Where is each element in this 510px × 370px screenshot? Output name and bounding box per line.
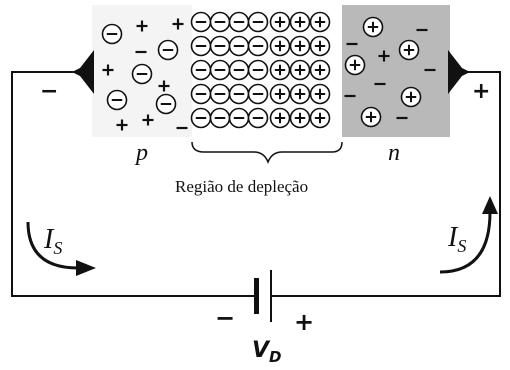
negative-ion-icon bbox=[228, 83, 250, 105]
positive-ion-icon bbox=[309, 83, 331, 105]
positive-ion-icon bbox=[269, 59, 291, 81]
positive-ion-icon bbox=[309, 35, 331, 57]
negative-ion-icon bbox=[131, 63, 153, 85]
negative-ion-icon bbox=[209, 59, 231, 81]
positive-ion-icon bbox=[360, 106, 382, 128]
positive-ion-icon bbox=[289, 83, 311, 105]
negative-ion-icon bbox=[190, 11, 212, 33]
hole-plus-sign bbox=[116, 119, 128, 131]
positive-ion-icon bbox=[269, 11, 291, 33]
negative-ion-icon bbox=[155, 93, 177, 115]
negative-ion-icon bbox=[247, 83, 269, 105]
current-right-symbol: I bbox=[447, 222, 459, 253]
positive-ion-icon bbox=[400, 86, 422, 108]
positive-ion-icon bbox=[269, 107, 291, 129]
left-terminal-sign: − bbox=[40, 79, 58, 104]
right-contact bbox=[448, 50, 470, 94]
circuit-wire-right bbox=[272, 71, 501, 297]
negative-ion-icon bbox=[247, 107, 269, 129]
negative-ion-icon bbox=[209, 83, 231, 105]
current-right-subscript: S bbox=[457, 236, 466, 256]
hole-plus-sign bbox=[102, 64, 114, 76]
depletion-brace bbox=[191, 141, 343, 165]
current-left-symbol: I bbox=[43, 224, 55, 255]
negative-ion-icon bbox=[209, 35, 231, 57]
positive-ion-icon bbox=[309, 11, 331, 33]
battery-plus-sign: + bbox=[294, 308, 314, 336]
negative-ion-icon bbox=[106, 89, 128, 111]
p-region-label: p bbox=[134, 140, 148, 166]
positive-ion-icon bbox=[309, 107, 331, 129]
negative-ion-icon bbox=[228, 107, 250, 129]
positive-ion-icon bbox=[344, 54, 366, 76]
negative-ion-icon bbox=[247, 35, 269, 57]
battery-negative-plate bbox=[254, 278, 259, 314]
circuit-wire bbox=[11, 71, 256, 297]
current-arrow-left-head bbox=[76, 260, 96, 276]
positive-ion-icon bbox=[269, 83, 291, 105]
current-arrow-left bbox=[26, 221, 79, 270]
hole-plus-sign bbox=[142, 114, 154, 126]
current-left-label: IS bbox=[43, 224, 62, 258]
negative-ion-icon bbox=[247, 11, 269, 33]
positive-ion-icon bbox=[309, 59, 331, 81]
battery-minus-sign: − bbox=[215, 304, 235, 332]
negative-ion-icon bbox=[190, 83, 212, 105]
negative-ion-icon bbox=[228, 11, 250, 33]
right-terminal-sign: + bbox=[472, 79, 490, 104]
current-left-subscript: S bbox=[53, 238, 62, 258]
current-right-label: IS bbox=[447, 222, 466, 256]
current-arrow-right bbox=[439, 211, 492, 274]
source-symbol: V bbox=[252, 338, 271, 363]
positive-ion-icon bbox=[289, 107, 311, 129]
negative-ion-icon bbox=[209, 107, 231, 129]
depletion-label: Região de depleção bbox=[175, 177, 308, 196]
negative-ion-icon bbox=[190, 59, 212, 81]
positive-ion-icon bbox=[289, 35, 311, 57]
hole-plus-sign bbox=[136, 20, 148, 32]
negative-ion-icon bbox=[190, 35, 212, 57]
left-contact bbox=[72, 50, 94, 94]
negative-ion-icon bbox=[190, 107, 212, 129]
positive-ion-icon bbox=[362, 16, 384, 38]
negative-ion-icon bbox=[101, 23, 123, 45]
negative-ion-icon bbox=[247, 59, 269, 81]
negative-ion-icon bbox=[157, 39, 179, 61]
hole-plus-sign bbox=[158, 80, 170, 92]
n-region-label: n bbox=[388, 140, 400, 166]
negative-ion-icon bbox=[228, 59, 250, 81]
positive-ion-icon bbox=[398, 39, 420, 61]
positive-ion-icon bbox=[289, 11, 311, 33]
ion-layer bbox=[101, 11, 436, 131]
source-label: VD bbox=[252, 338, 281, 365]
negative-ion-icon bbox=[228, 35, 250, 57]
current-arrow-right-head bbox=[482, 196, 498, 214]
source-subscript: D bbox=[269, 348, 281, 365]
hole-plus-sign bbox=[172, 18, 184, 30]
positive-ion-icon bbox=[269, 35, 291, 57]
hole-plus-sign bbox=[378, 50, 390, 62]
positive-ion-icon bbox=[289, 59, 311, 81]
negative-ion-icon bbox=[209, 11, 231, 33]
